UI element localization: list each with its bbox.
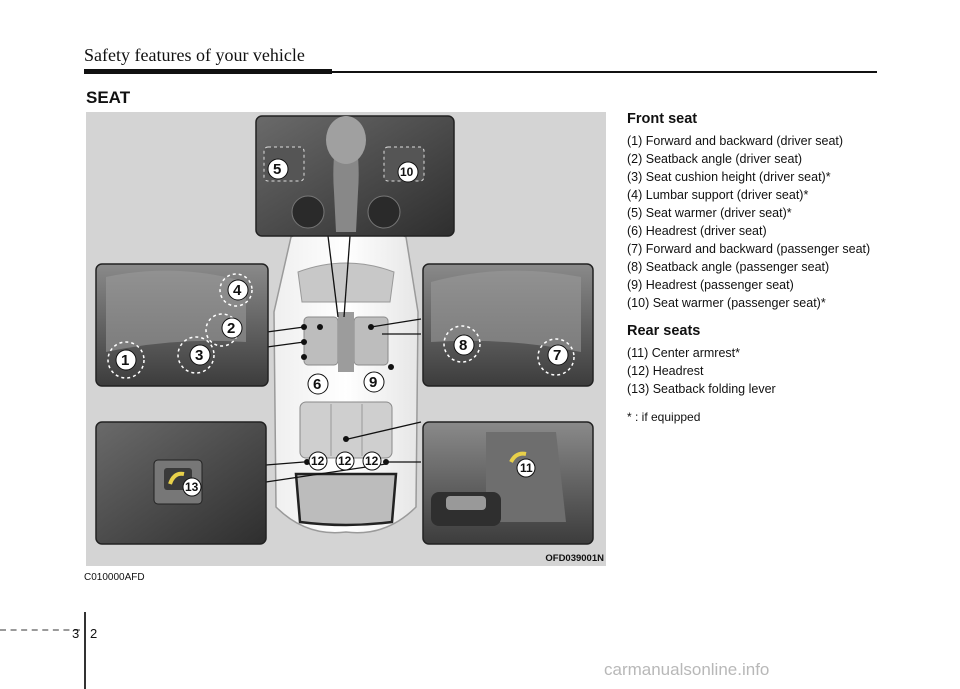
document-code: C010000AFD <box>84 572 145 583</box>
list-item: (12) Headrest <box>627 364 704 378</box>
list-item: (6) Headrest (driver seat) <box>627 224 767 238</box>
console-panel: 5 10 <box>255 115 455 237</box>
label-9: 9 <box>369 374 377 391</box>
armrest-panel: 11 <box>422 421 594 545</box>
rear-seats-heading: Rear seats <box>627 323 701 339</box>
folding-lever-panel: 13 <box>95 421 267 545</box>
driver-seat-panel: 4 2 3 1 <box>95 263 269 387</box>
list-item: (7) Forward and backward (passenger seat… <box>627 242 871 256</box>
label-10: 10 <box>400 165 414 179</box>
list-item: (1) Forward and backward (driver seat) <box>627 134 844 148</box>
list-item: (13) Seatback folding lever <box>627 382 776 396</box>
seat-figure-drawing: 5 10 4 2 3 1 8 <box>95 115 594 545</box>
page-header-title: Safety features of your vehicle <box>84 45 305 65</box>
label-12-left: 12 <box>311 454 325 468</box>
list-item: (4) Lumbar support (driver seat)* <box>627 188 809 202</box>
header-rule-thick <box>84 69 332 74</box>
label-11: 11 <box>520 461 533 475</box>
list-item: (9) Headrest (passenger seat) <box>627 278 794 292</box>
list-item: (10) Seat warmer (passenger seat)* <box>627 296 826 310</box>
car-top-view <box>273 221 419 534</box>
label-6: 6 <box>313 376 321 393</box>
front-seat-list: (1) Forward and backward (driver seat) (… <box>627 132 882 312</box>
label-7: 7 <box>553 347 561 364</box>
label-5: 5 <box>273 161 281 178</box>
list-item: (2) Seatback angle (driver seat) <box>627 152 803 166</box>
list-item: (3) Seat cushion height (driver seat)* <box>627 170 831 184</box>
label-13: 13 <box>185 480 199 494</box>
label-12-right: 12 <box>365 454 379 468</box>
list-item: (11) Center armrest* <box>627 346 740 360</box>
passenger-seat-panel: 8 7 <box>422 263 594 387</box>
page-number: 2 <box>90 626 98 641</box>
footnote: * : if equipped <box>627 410 701 424</box>
section-heading: SEAT <box>86 88 131 107</box>
seat-controls-figure: 5 10 4 2 3 1 8 <box>86 112 606 566</box>
label-1: 1 <box>121 352 129 369</box>
label-4: 4 <box>233 282 242 299</box>
footer-dash-rule <box>0 629 80 631</box>
seat-legend: Front seat (1) Forward and backward (dri… <box>627 110 882 426</box>
footer-vertical-rule <box>84 612 86 689</box>
list-item: (8) Seatback angle (passenger seat) <box>627 260 830 274</box>
figure-code: OFD039001N <box>545 553 604 564</box>
front-seat-heading: Front seat <box>627 111 698 127</box>
section-number: 3 <box>72 626 80 641</box>
label-3: 3 <box>195 347 203 364</box>
label-2: 2 <box>227 320 235 337</box>
label-9-circle <box>363 371 385 393</box>
list-item: (5) Seat warmer (driver seat)* <box>627 206 792 220</box>
rear-seats-list: (11) Center armrest* (12) Headrest (13) … <box>627 344 882 398</box>
header-rule-thin <box>332 71 877 73</box>
label-6-circle <box>307 373 329 395</box>
label-8: 8 <box>459 337 467 354</box>
label-12-center: 12 <box>338 454 352 468</box>
leader-lines <box>265 235 422 483</box>
watermark: carmanualsonline.info <box>604 660 770 679</box>
